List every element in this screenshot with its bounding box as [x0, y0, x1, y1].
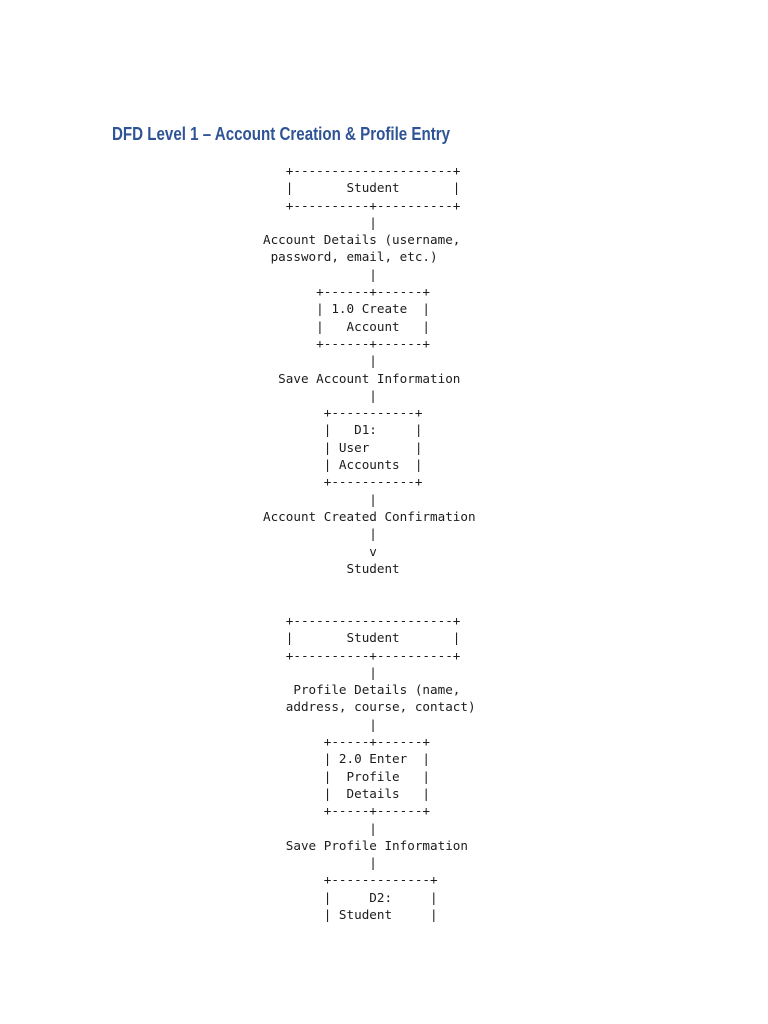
dfd-diagram-account-creation: +---------------------+ | Student | +---…: [263, 163, 476, 576]
page-title: DFD Level 1 – Account Creation & Profile…: [112, 124, 451, 144]
dfd-diagram-profile-entry: +---------------------+ | Student | +---…: [285, 613, 476, 923]
